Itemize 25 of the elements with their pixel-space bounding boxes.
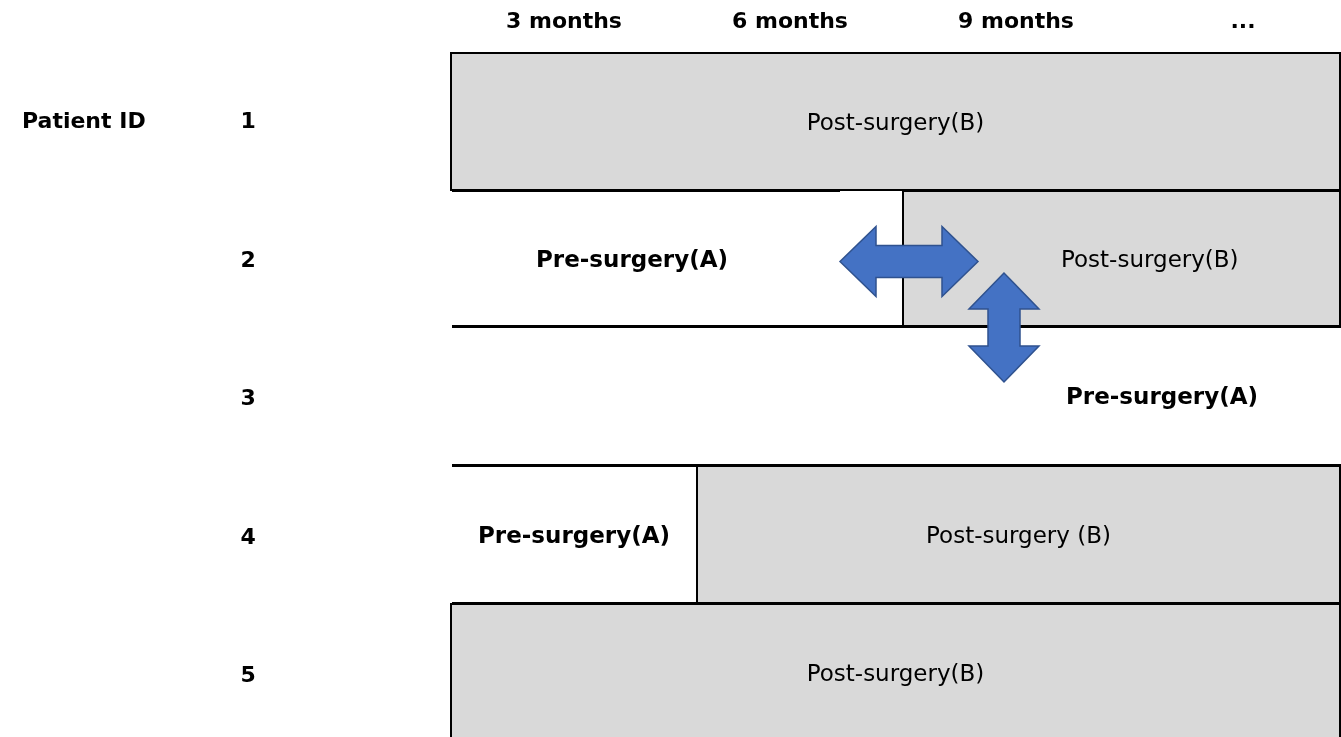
post-surgery-bar: [696, 465, 1341, 604]
double-arrow: [967, 271, 1041, 384]
row-number: 2: [240, 246, 256, 272]
row-number: 3: [240, 384, 256, 410]
phase-label: Pre-surgery(A): [536, 245, 728, 272]
post-surgery-bar: [450, 603, 1341, 737]
column-header: 6 months: [732, 7, 848, 33]
phase-label: Pre-surgery(A): [478, 521, 670, 548]
phase-label: Post-surgery(B): [806, 660, 985, 686]
phase-label: Post-surgery(B): [806, 108, 985, 135]
row-number: 5: [240, 661, 256, 687]
double-arrow: [838, 224, 980, 299]
column-header: 9 months: [958, 7, 1074, 33]
phase-label: Post-surgery (B): [926, 521, 1111, 548]
column-header: 3 months: [506, 7, 622, 33]
row-header: Patient ID: [22, 107, 146, 133]
row-number: 1: [240, 107, 256, 133]
ellipsis-header: ...: [1230, 7, 1256, 33]
pre-surgery-bar: [452, 326, 1341, 466]
phase-label: Post-surgery(B): [1061, 245, 1239, 272]
row-number: 4: [240, 523, 256, 549]
phase-label: Pre-surgery(A): [1066, 383, 1258, 409]
post-surgery-bar: [450, 52, 1341, 191]
pre-surgery-bar: [452, 465, 698, 604]
post-surgery-bar: [902, 190, 1341, 327]
